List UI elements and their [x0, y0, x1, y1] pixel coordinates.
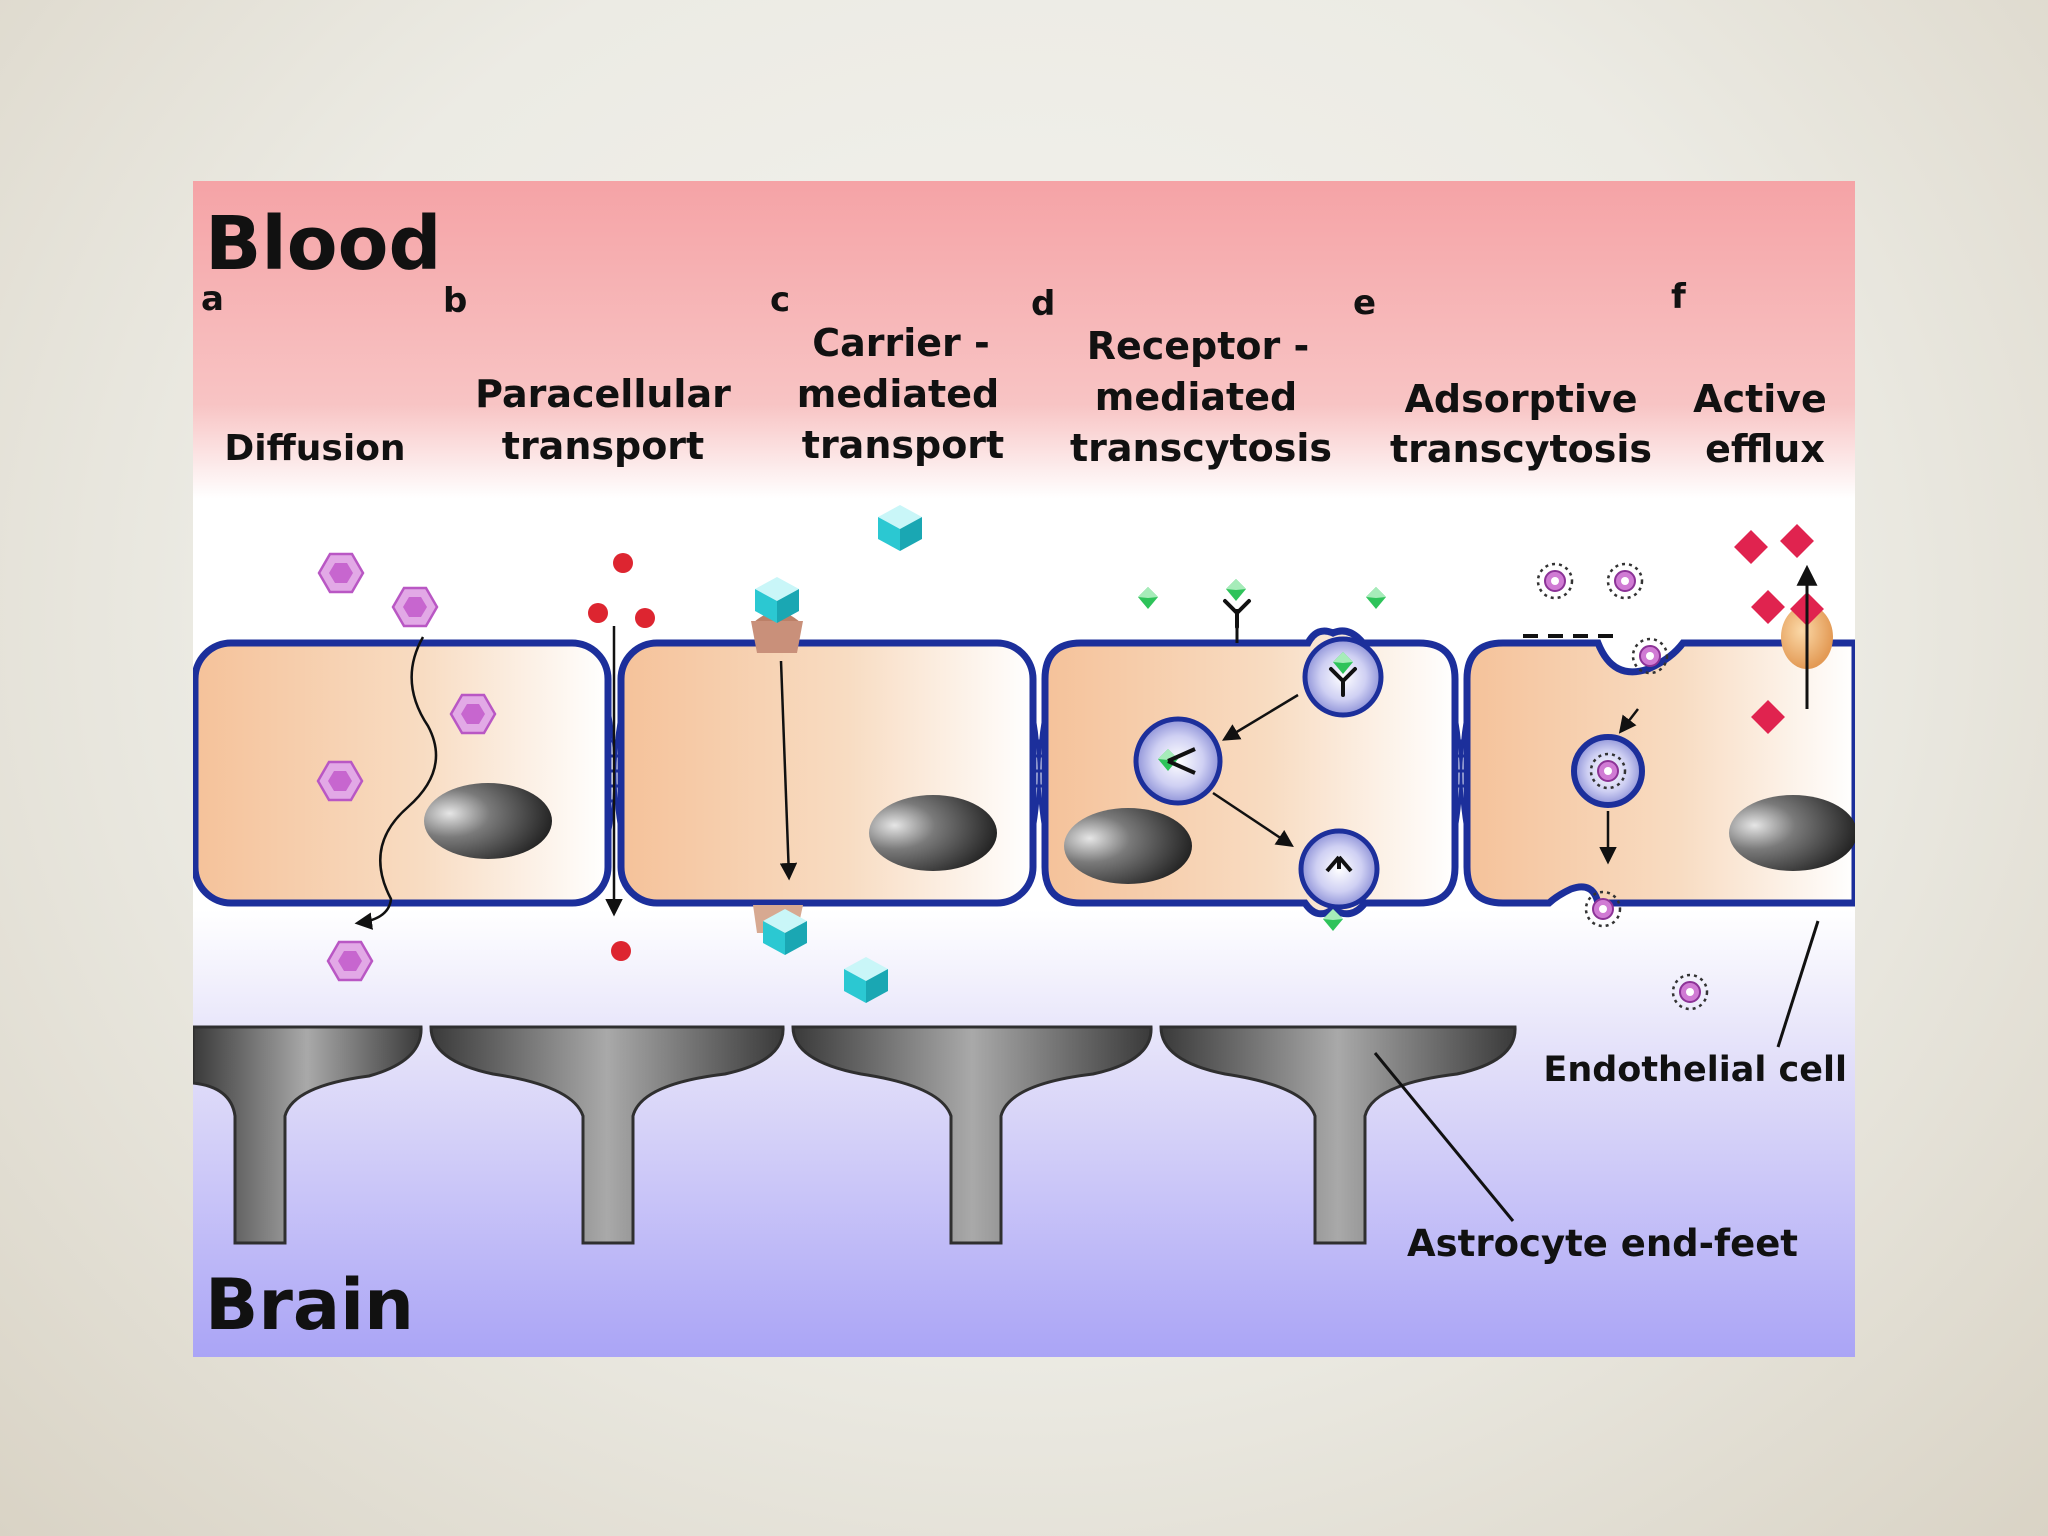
endothelial-leader-line: [1776, 920, 1820, 1048]
astrocyte-end-feet: [193, 1025, 1517, 1245]
diffusion-molecule: [317, 552, 365, 594]
mechanism-letter-f: f: [1671, 277, 1687, 317]
mechanism-f-line-2: efflux: [1705, 427, 1825, 471]
mechanism-c-line-3: transport: [802, 423, 1004, 467]
carrier-protein-top-base: [751, 621, 803, 653]
rmt-arrow-2: [1212, 791, 1294, 847]
bbb-transport-diagram: Blood Brain a b c d e f Diffusion Parace…: [193, 181, 1855, 1357]
diffusion-molecule: [391, 586, 439, 628]
astrocyte-foot-2: [429, 1025, 785, 1245]
blood-region-label: Blood: [205, 201, 441, 287]
endothelial-cell-label: Endothelial cell: [1543, 1050, 1847, 1090]
endothelial-cell-2: [617, 639, 1037, 907]
rmt-vesicle-middle: [1133, 716, 1223, 806]
diffusion-path: [354, 636, 438, 930]
mechanism-c-line-1: Carrier -: [812, 321, 990, 365]
mechanism-letter-e: e: [1353, 283, 1376, 323]
nuclei: [424, 783, 1855, 884]
brain-region-label: Brain: [205, 1264, 414, 1346]
mechanism-b-line-1: Paracellular: [475, 372, 731, 416]
astrocyte-end-feet-label: Astrocyte end-feet: [1407, 1222, 1798, 1265]
astrocyte-leader-line: [1373, 1052, 1515, 1222]
mechanism-e-line-2: transcytosis: [1390, 427, 1652, 471]
mechanism-d-line-1: Receptor -: [1087, 324, 1310, 368]
nucleus-1: [424, 783, 552, 859]
astrocyte-foot-3: [791, 1025, 1153, 1245]
mechanism-f-line-1: Active: [1693, 377, 1827, 421]
diffusion-molecule: [326, 940, 374, 982]
carrier-arrow: [779, 660, 798, 881]
mechanism-d-line-2: mediated: [1095, 375, 1297, 419]
adsorptive-arrow-1: [1618, 708, 1639, 734]
rmt-vesicle-top: [1302, 636, 1384, 718]
mechanism-c-line-2: mediated: [797, 372, 999, 416]
rmt-arrow-1: [1222, 693, 1299, 741]
mechanism-letter-b: b: [443, 281, 467, 321]
astrocyte-foot-4: [1159, 1025, 1517, 1245]
diffusion-molecule: [316, 760, 364, 802]
astrocyte-foot-1: [193, 1025, 423, 1245]
mechanism-b-line-2: transport: [502, 424, 704, 468]
mechanism-a-line-1: Diffusion: [224, 428, 405, 469]
paracellular-particles: [588, 553, 655, 961]
nucleus-4: [1729, 795, 1855, 871]
diffusion-molecule: [449, 693, 497, 735]
mechanism-letter-a: a: [201, 279, 224, 319]
mechanism-e-line-1: Adsorptive: [1404, 377, 1637, 421]
mechanism-d-line-3: transcytosis: [1070, 426, 1332, 470]
nucleus-2: [869, 795, 997, 871]
nucleus-3: [1064, 808, 1192, 884]
mechanism-letter-d: d: [1031, 284, 1055, 324]
mechanism-letter-c: c: [770, 280, 790, 320]
endothelial-cell-1: [193, 639, 612, 907]
